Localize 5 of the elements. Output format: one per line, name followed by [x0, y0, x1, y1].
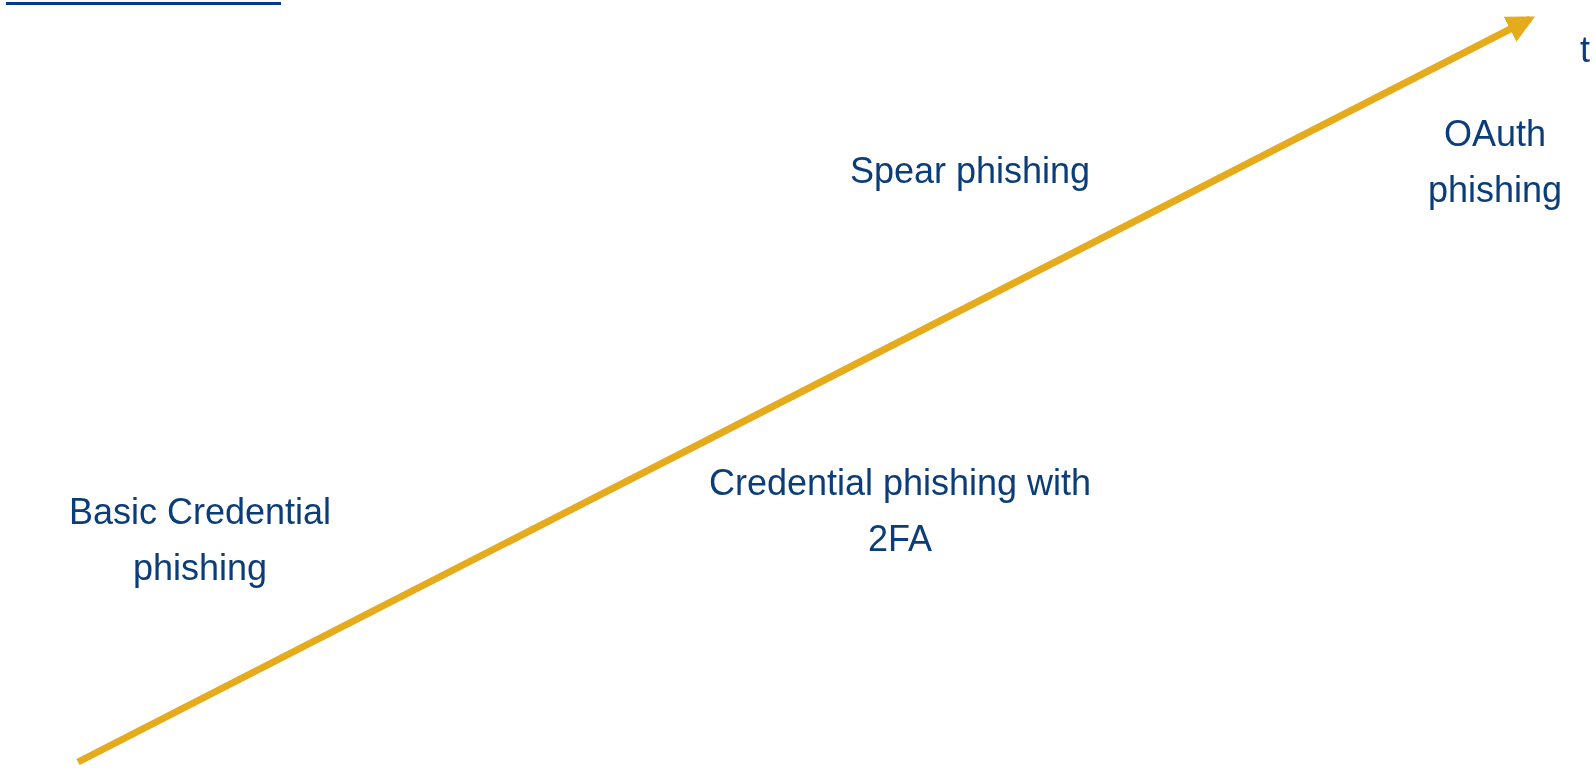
axis-label: t [1579, 28, 1590, 72]
stage-label: Basic Credential phishing [67, 490, 333, 590]
stage-label: Credential phishing with 2FA [707, 461, 1093, 561]
stage-label: OAuth phishing [1426, 112, 1564, 212]
stage-label: Spear phishing [848, 149, 1092, 193]
